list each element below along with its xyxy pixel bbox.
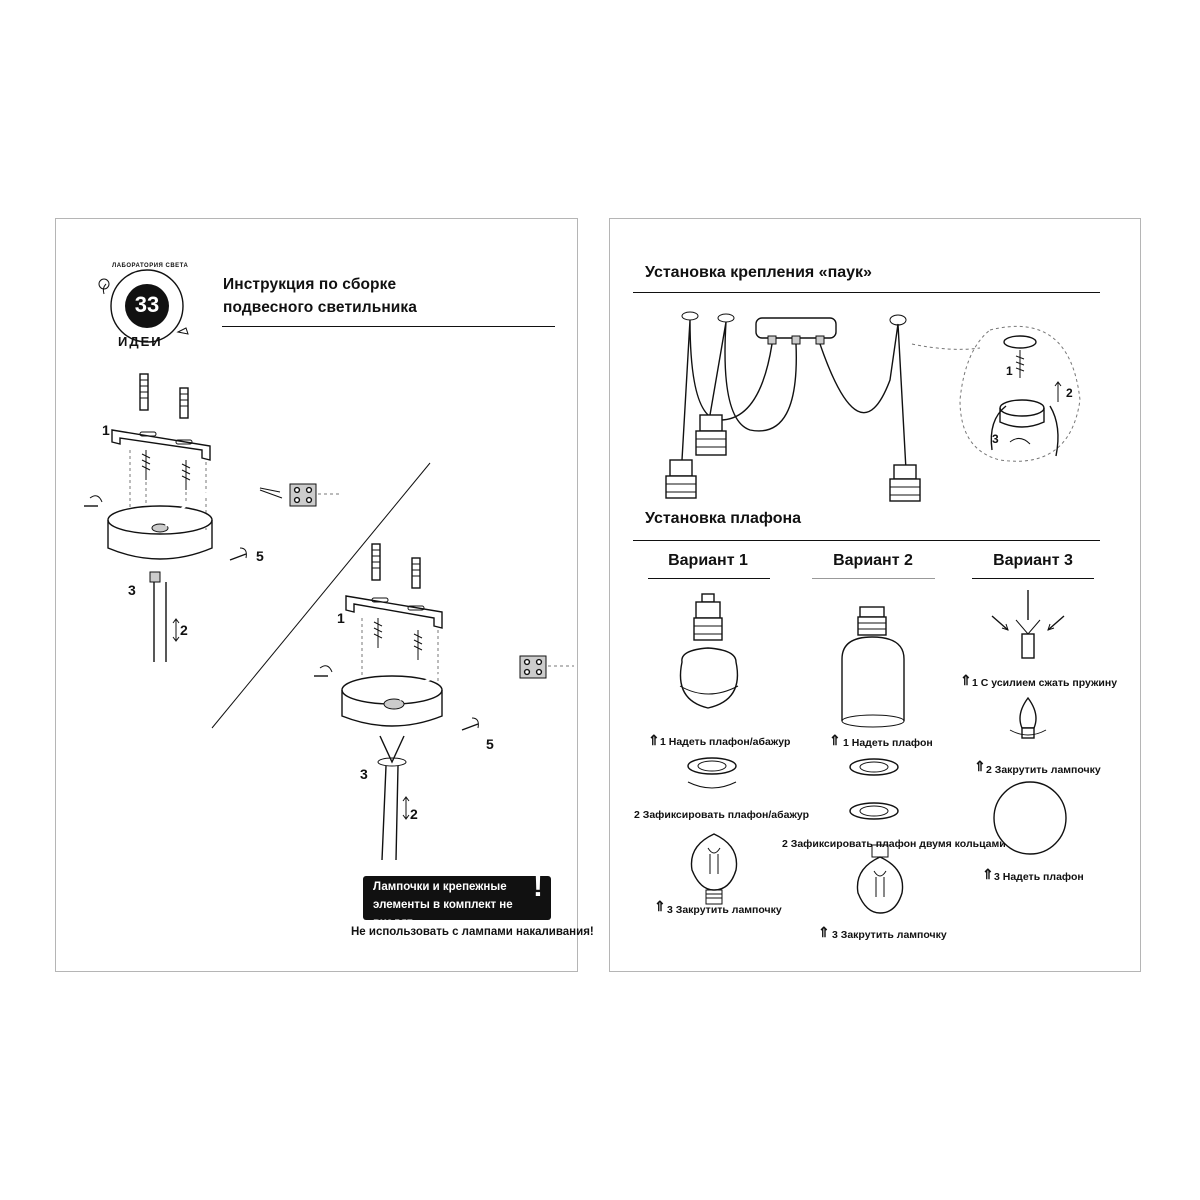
variant-2-step-2: 2 Зафиксировать плафон двумя кольцами	[782, 838, 1006, 850]
logo-number: 33	[134, 292, 160, 317]
step-2-label-2: 2	[410, 806, 418, 822]
fixing-ring-icon	[849, 758, 899, 820]
variant-3-step-3: 3 Надеть плафон	[994, 871, 1084, 883]
variant-3-title: Вариант 3	[993, 552, 1073, 569]
canopy-assembly-diagram-2	[314, 543, 574, 861]
page-title-line-1: Инструкция по сборке	[223, 276, 397, 293]
variant-1-step-1: 1 Надеть плафон/абажур	[660, 736, 791, 748]
spider-section-title: Установка крепления «паук»	[645, 264, 872, 281]
globe-shade-icon	[993, 781, 1067, 855]
brand-logo	[98, 269, 189, 343]
dome-shade-icon	[841, 636, 905, 728]
variant-2-rule	[812, 578, 935, 579]
warning-note: Не использовать с лампами накаливания!	[351, 926, 594, 938]
up-arrow-icon: ⇑	[648, 732, 660, 748]
warning-line-2: элементы в комплект не входят	[373, 899, 513, 929]
canopy-assembly-diagram-1	[84, 373, 342, 662]
variant-2-diagram	[841, 606, 905, 914]
up-arrow-icon: ⇑	[982, 866, 994, 882]
shade-section-title: Установка плафона	[645, 510, 802, 527]
spider-title-rule	[633, 292, 1100, 293]
step-5-label-2: 5	[486, 736, 494, 752]
spider-step-3: 3	[992, 432, 999, 446]
variant-2-title: Вариант 2	[833, 552, 913, 569]
up-arrow-icon: ⇑	[974, 758, 986, 774]
lamp-socket-icon	[857, 606, 887, 636]
lamp-socket-icon	[695, 414, 727, 456]
lamp-socket-icon	[889, 464, 921, 502]
variant-1-step-3: 3 Закрутить лампочку	[667, 904, 782, 916]
shade-title-rule	[633, 540, 1100, 541]
variant-3-step-1: 1 С усилием сжать пружину	[972, 677, 1118, 689]
step-5-label: 5	[256, 548, 264, 564]
light-bulb-icon	[856, 844, 904, 914]
fixing-ring-icon	[687, 757, 737, 789]
page-title-line-2: подвесного светильника	[223, 299, 418, 316]
lamp-socket-icon	[693, 593, 723, 641]
light-bulb-icon	[690, 833, 738, 905]
warning-mark: !	[533, 870, 543, 903]
up-arrow-icon: ⇑	[960, 672, 972, 688]
step-3-label-2: 3	[360, 766, 368, 782]
warning-line-1: Лампочки и крепежные	[373, 881, 507, 893]
variant-2-step-3: 3 Закрутить лампочку	[832, 929, 947, 941]
spring-holder-icon	[991, 590, 1065, 659]
step-1-label-2: 1	[337, 610, 345, 626]
title-rule	[222, 326, 555, 327]
spider-mount-diagram	[665, 311, 1081, 502]
candle-bulb-icon	[1009, 696, 1047, 739]
up-arrow-icon: ⇑	[654, 898, 666, 914]
step-2-label: 2	[180, 622, 188, 638]
variant-3-diagram	[991, 590, 1067, 855]
variant-1-diagram	[679, 593, 739, 905]
spider-step-1: 1	[1006, 364, 1013, 378]
lamp-socket-icon	[665, 459, 697, 499]
logo-word: ИДЕИ	[118, 334, 163, 349]
step-1-label: 1	[102, 422, 110, 438]
variant-1-step-2: 2 Зафиксировать плафон/абажур	[634, 809, 810, 821]
warning-box: Лампочки и крепежные элементы в комплект…	[363, 870, 551, 929]
instruction-sheet-left	[55, 218, 578, 972]
spider-step-2: 2	[1066, 386, 1073, 400]
step-3-label: 3	[128, 582, 136, 598]
up-arrow-icon: ⇑	[818, 924, 830, 940]
variant-3-rule	[972, 578, 1094, 579]
variant-2-step-1: 1 Надеть плафон	[843, 737, 933, 749]
logo-arc-text: ЛАБОРАТОРИЯ СВЕТА	[112, 263, 189, 269]
variant-1-rule	[648, 578, 770, 579]
up-arrow-icon: ⇑	[829, 732, 841, 748]
variant-1-title: Вариант 1	[668, 552, 748, 569]
wall-plug-icon	[139, 373, 189, 419]
wall-plug-icon	[371, 543, 421, 589]
round-shade-icon	[679, 647, 739, 709]
variant-3-step-2: 2 Закрутить лампочку	[986, 764, 1101, 776]
